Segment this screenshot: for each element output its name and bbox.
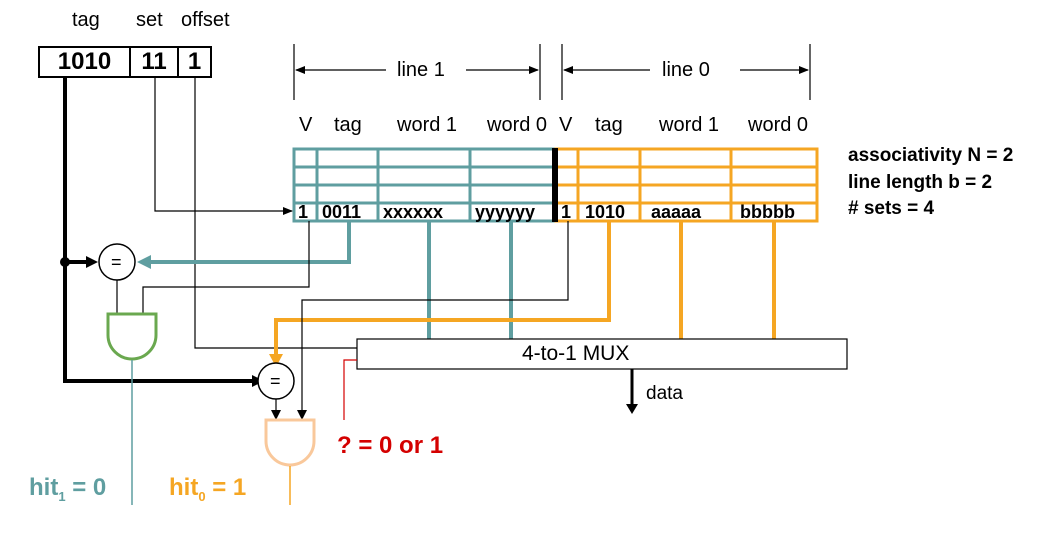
addr-tag-field: 1010 [38,46,131,78]
way-dimension-lines [293,44,811,100]
param-associativity: associativity N = 2 [848,145,1014,166]
line1-word1-value: xxxxxx [383,202,444,222]
line1-label: line 1 [397,59,445,81]
dont-care-wire [343,359,357,420]
line1-col-v: V [299,114,313,136]
valid0-wire [301,221,569,414]
mux-output-label: data [646,383,683,404]
addr-set-field: 11 [129,46,179,78]
valid1-wire [142,221,310,314]
mux-label: 4-to-1 MUX [522,342,630,365]
hit0-label: hit0 = 1 [169,474,247,504]
param-line-length: line length b = 2 [848,172,993,193]
line1-col-word1: word 1 [397,114,458,136]
dont-care-note: ? = 0 or 1 [337,432,444,459]
line0-label: line 0 [662,59,710,81]
param-num-sets: # sets = 4 [848,198,935,219]
and-gate-0 [264,418,316,467]
set-wire [154,78,293,215]
addr-offset-field: 1 [177,46,212,78]
line1-tag-value: 0011 [322,202,362,222]
comparator-0-symbol: = [270,371,281,391]
line0-valid-bit: 1 [561,202,572,222]
line0-col-word0: word 0 [748,114,809,136]
line1-col-word0: word 0 [487,114,548,136]
tag1-wire [150,221,351,264]
tag-wire [63,78,256,383]
line1-valid-bit: 1 [298,202,309,222]
line0-tag-value: 1010 [585,202,626,222]
line0-col-word1: word 1 [659,114,720,136]
line0-word0-value: bbbbb [740,202,795,222]
addr-tag-label: tag [72,9,100,31]
line1-col-tag: tag [334,114,362,136]
offset-wire [194,78,357,349]
line0-word1-value: aaaaa [651,202,702,222]
line0-col-tag: tag [595,114,623,136]
hit1-label: hit1 = 0 [29,474,107,504]
mux [356,338,848,370]
line0-col-v: V [559,114,573,136]
addr-offset-label: offset [181,9,230,31]
comparator-1-symbol: = [111,252,122,272]
addr-set-label: set [136,9,163,31]
line1-word0-value: yyyyyy [475,202,536,222]
and-gate-1 [106,312,158,361]
tag0-wire [274,221,611,356]
tag-junction-dot [60,257,70,267]
